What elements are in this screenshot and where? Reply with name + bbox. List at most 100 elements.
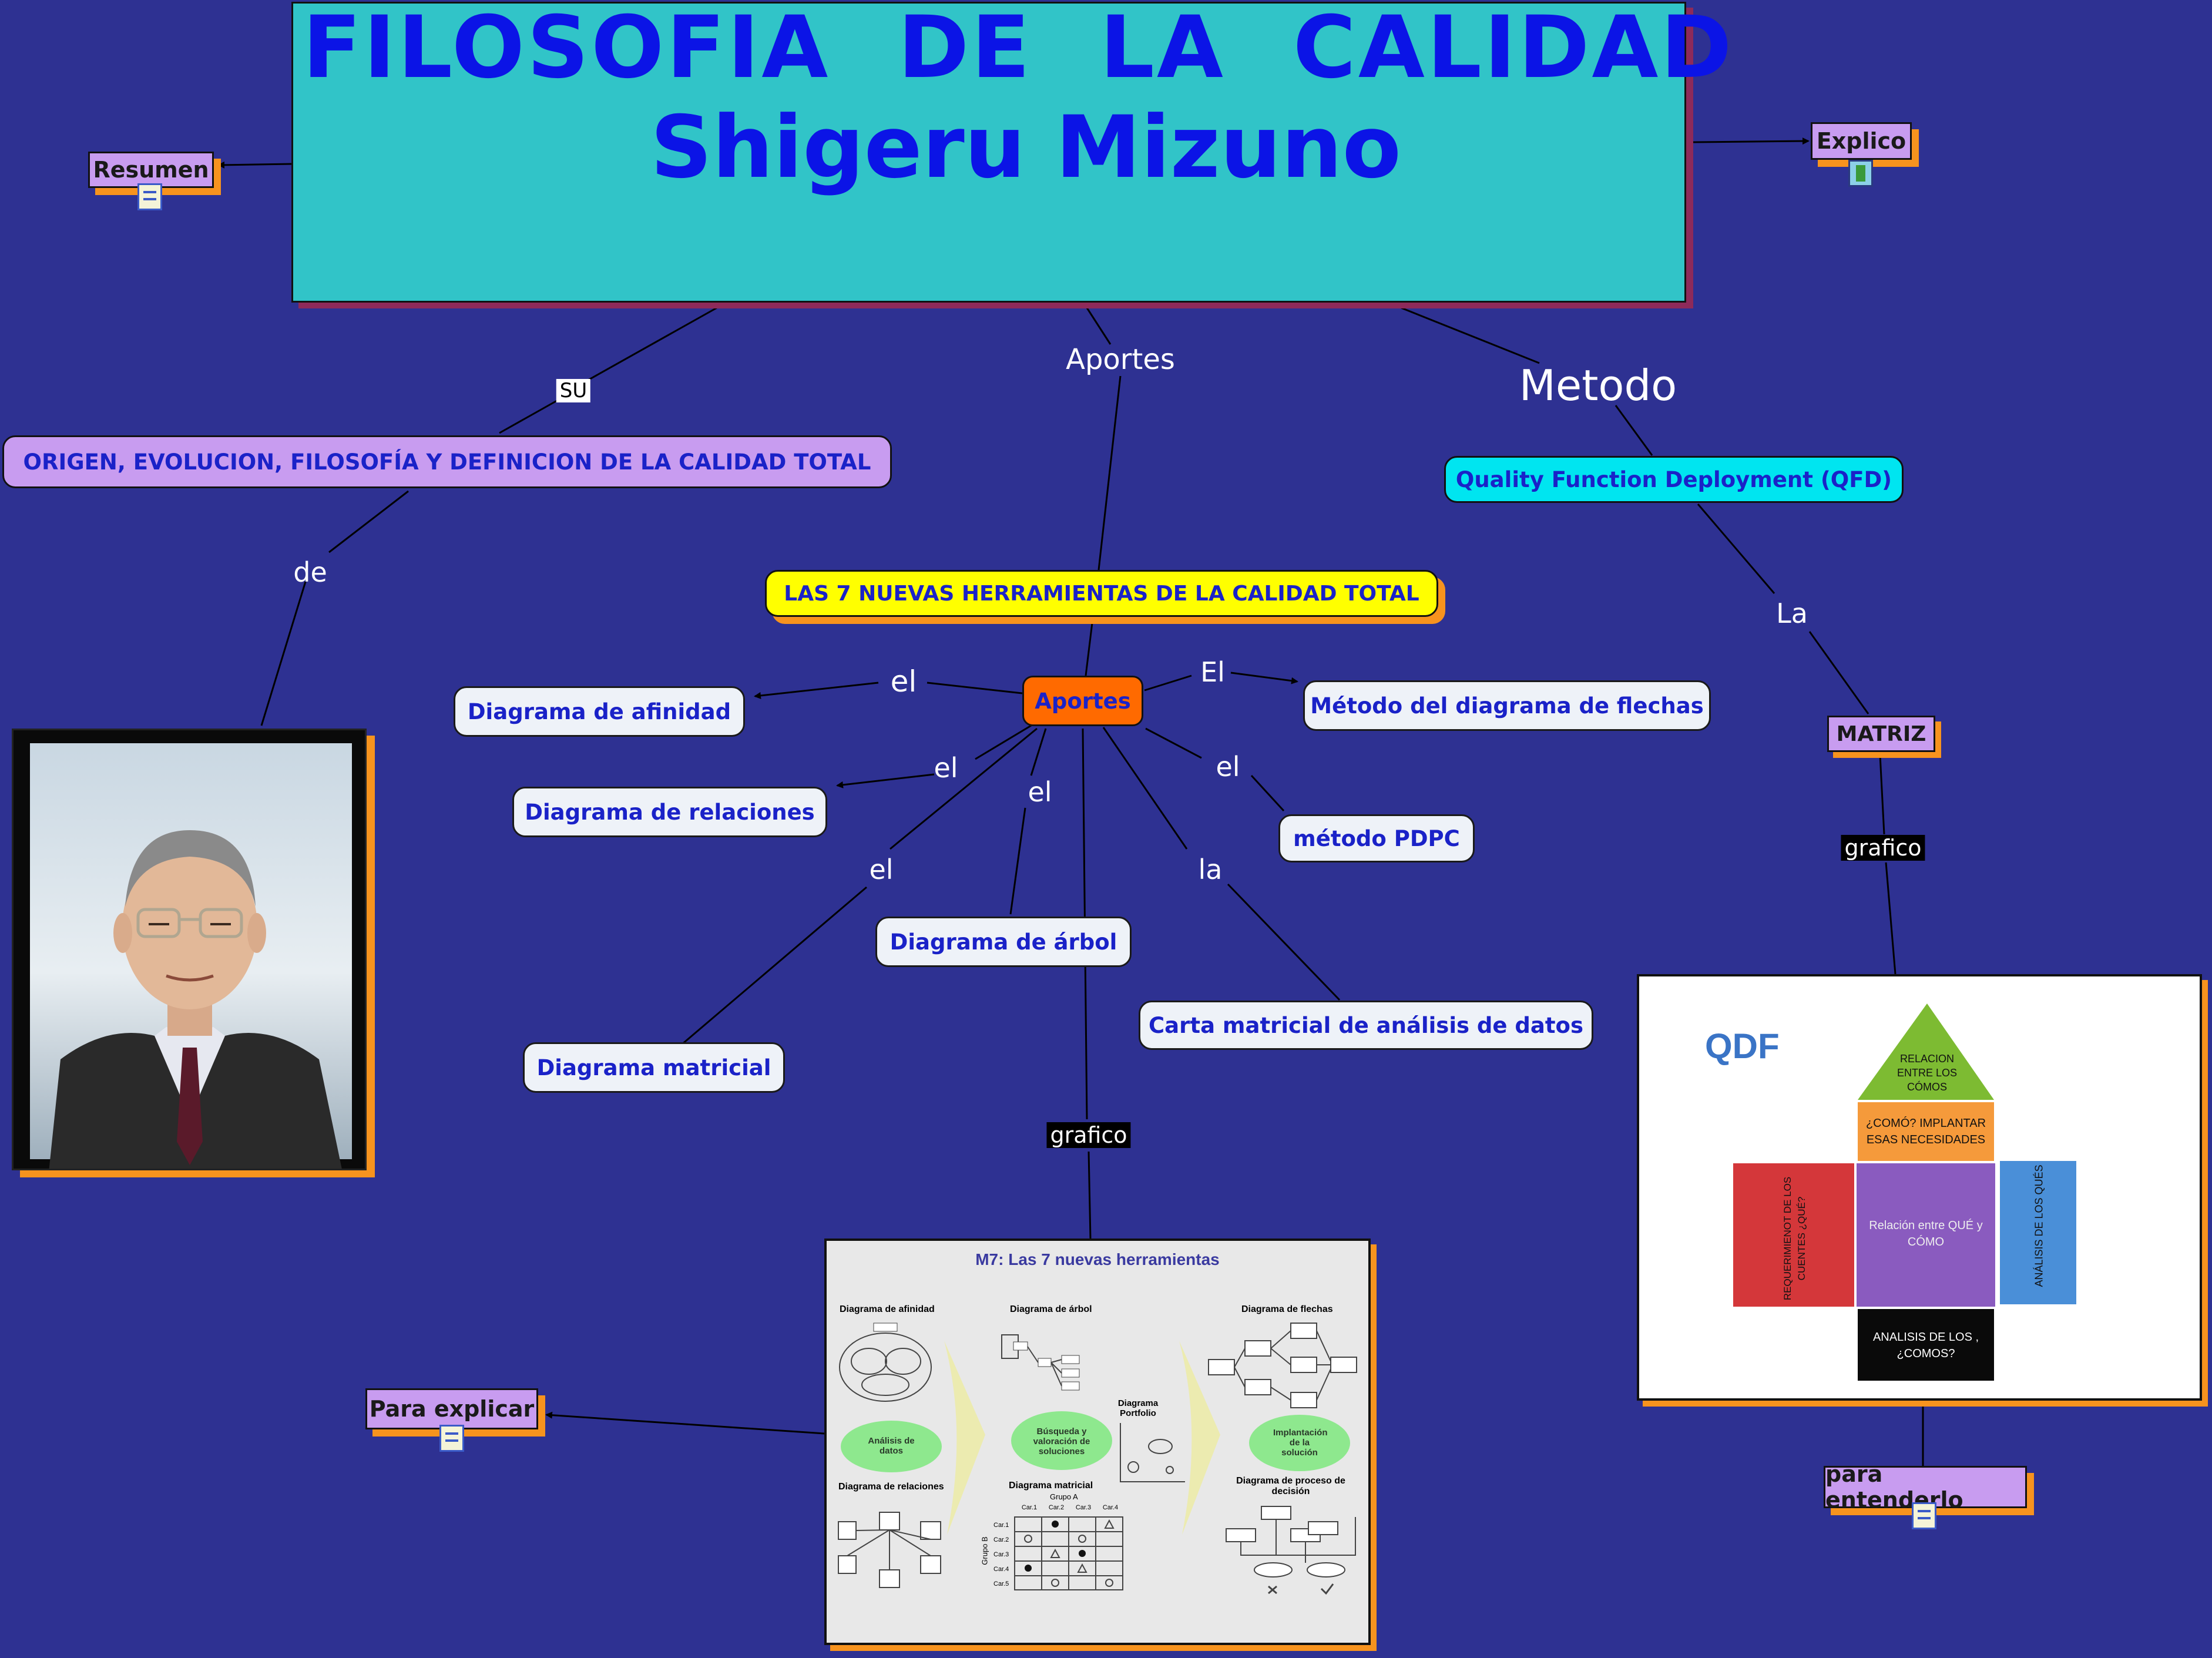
portrait-photo (12, 729, 367, 1170)
line-siete-aportes (1085, 617, 1094, 676)
resumen-button[interactable]: Resumen (88, 152, 214, 188)
link-label-aportes: Aportes (1066, 343, 1175, 376)
document-icon[interactable] (137, 183, 162, 210)
pdpc-node[interactable]: método PDPC (1278, 814, 1475, 862)
line-aportes-el3 (975, 723, 1035, 760)
line-aportes-el2 (1144, 674, 1192, 692)
qdf-logo: QDF (1705, 1026, 1780, 1066)
link-label-el: el (1028, 776, 1052, 808)
flechas-node[interactable]: Método del diagrama de flechas (1303, 680, 1711, 731)
link-label-su: SU (556, 379, 591, 402)
m7-row: Car.1 (993, 1522, 1009, 1529)
line-origen-de (328, 490, 409, 553)
m7-grupo-a-label: Grupo A (1050, 1492, 1078, 1501)
m7-afinidad-label: Diagrama de afinidad (840, 1304, 935, 1314)
video-icon[interactable] (1848, 160, 1873, 187)
line-el5-arbol (1009, 807, 1026, 915)
line-el6-matricial (681, 886, 867, 1046)
carta-node[interactable]: Carta matricial de análisis de datos (1139, 1001, 1593, 1050)
qdf-como-label: ¿COMÓ? IMPLANTAR ESAS NECESIDADES (1865, 1117, 1986, 1146)
m7-relaciones-label: Diagrama de relaciones (838, 1482, 944, 1492)
m7-col: Car.3 (1075, 1504, 1092, 1511)
m7-matricial-label: Diagrama matricial (1009, 1481, 1093, 1491)
line-title-metodo (1401, 307, 1540, 364)
line-aportes-el6 (890, 727, 1038, 850)
qdf-right-label: ANÁLISIS DE LOS QUÉS (2033, 1164, 2045, 1287)
title-line2: Shigeru Mizuno (650, 98, 1401, 197)
qdf-center-label: Relación entre QUÉ y CÓMO (1869, 1219, 1983, 1248)
m7-title: M7: Las 7 nuevas herramientas (975, 1250, 1220, 1268)
line-title-aportes (1086, 307, 1112, 345)
link-label-grafico: grafico (1841, 835, 1925, 861)
line-m7-paraexplicar (545, 1411, 825, 1435)
line-la-matriz (1808, 631, 1869, 714)
document-icon[interactable] (439, 1425, 464, 1452)
link-label-de: de (293, 556, 327, 588)
link-label-la: La (1776, 598, 1808, 629)
m7-row: Car.2 (993, 1536, 1009, 1543)
line-su-origen (499, 397, 562, 434)
document-icon[interactable] (1912, 1502, 1936, 1529)
line-el1-afinidad (754, 682, 879, 699)
matricial-node[interactable]: Diagrama matricial (523, 1042, 785, 1093)
link-label-el: el (890, 664, 917, 699)
aportes-node[interactable]: Aportes (1022, 676, 1143, 726)
line-la-carta (1227, 883, 1341, 1001)
link-label-el: el (869, 854, 894, 885)
qdf-left-label: REQUERIMIENOT DE LOS CUENTES ¿QUÉ? (1782, 1176, 1807, 1301)
line-el2-flechas (1230, 672, 1298, 684)
line-qfd-la (1697, 504, 1775, 594)
line-metodo-qfd (1614, 405, 1653, 456)
afinidad-node[interactable]: Diagrama de afinidad (454, 686, 745, 737)
m7-busqueda-label: Búsqueda y valoración de soluciones (1033, 1427, 1090, 1456)
m7-col: Car.2 (1048, 1504, 1065, 1511)
arbol-node[interactable]: Diagrama de árbol (875, 917, 1132, 967)
m7-portfolio-label: Diagrama Portfolio (1117, 1398, 1159, 1418)
line-title-explico (1693, 137, 1810, 145)
line-aportes-siete (1097, 375, 1122, 570)
qdf-roof-label: RELACION ENTRE LOS CÓMOS (1897, 1053, 1958, 1093)
title-line1: FILOSOFIA DE LA CALIDAD (303, 0, 1734, 98)
line-aportes-el1 (927, 682, 1023, 694)
m7-analisis-label: Análisis de datos (868, 1436, 915, 1456)
m7-matrix-cols: Car.1 Car.2 Car.3 Car.4 (1016, 1504, 1124, 1511)
m7-proceso-label: Diagrama de proceso de decisión (1236, 1476, 1345, 1496)
m7-row: Car.3 (993, 1551, 1009, 1558)
line-title-su (581, 307, 717, 385)
line-el3-relaciones (836, 773, 935, 788)
siete-herramientas-node[interactable]: LAS 7 NUEVAS HERRAMIENTAS DE LA CALIDAD … (765, 570, 1438, 617)
para-explicar-button[interactable]: Para explicar (365, 1388, 538, 1429)
m7-matrix-rows: Car.1 Car.2 Car.3 Car.4 Car.5 (993, 1518, 1013, 1592)
m7-arbol-label: Diagrama de árbol (1010, 1304, 1092, 1314)
link-label-el: el (934, 752, 958, 784)
line-grafico-qdf (1885, 862, 1897, 975)
link-label-el: El (1200, 656, 1225, 688)
qfd-node[interactable]: Quality Function Deployment (QFD) (1444, 456, 1904, 503)
line-title-resumen (217, 161, 293, 169)
m7-flechas-label: Diagrama de flechas (1241, 1304, 1333, 1314)
qdf-bottom-label: ANALISIS DE LOS , ¿COMOS? (1872, 1331, 1979, 1360)
line-el4-pdpc (1250, 774, 1285, 812)
para-entenderlo-button[interactable]: para entenderlo (1824, 1461, 2027, 1513)
explico-button[interactable]: Explico (1811, 122, 1912, 160)
relaciones-node[interactable]: Diagrama de relaciones (512, 787, 827, 837)
m7-implantacion-label: Implantación de la solución (1273, 1428, 1328, 1458)
line-de-photo (260, 581, 307, 726)
m7-row: Car.5 (993, 1580, 1009, 1587)
title-box[interactable]: FILOSOFIA DE LA CALIDAD Shigeru Mizuno (291, 0, 1734, 303)
origen-node[interactable]: ORIGEN, EVOLUCION, FILOSOFÍA Y DEFINICIO… (2, 435, 892, 488)
m7-grupo-b-label: Grupo B (980, 1536, 989, 1565)
m7-tools-image: M7: Las 7 nuevas herramientas Diagrama d… (824, 1239, 1371, 1645)
link-label-metodo: Metodo (1519, 361, 1677, 410)
line-matriz-grafico (1879, 754, 1885, 835)
link-label-el: el (1216, 751, 1240, 783)
m7-row: Car.4 (993, 1566, 1009, 1573)
matriz-node[interactable]: MATRIZ (1827, 716, 1935, 752)
link-label-grafico: grafico (1046, 1122, 1131, 1148)
m7-col: Car.4 (1102, 1504, 1119, 1511)
line-aportes-la (1102, 727, 1188, 850)
line-grafico-m7 (1087, 1151, 1092, 1239)
qdf-house-image: QDF RELACION ENTRE LOS CÓMOS ¿COMÓ? IMPL… (1637, 974, 2202, 1401)
line-aportes-el4 (1145, 727, 1202, 759)
link-label-la: la (1198, 854, 1223, 885)
